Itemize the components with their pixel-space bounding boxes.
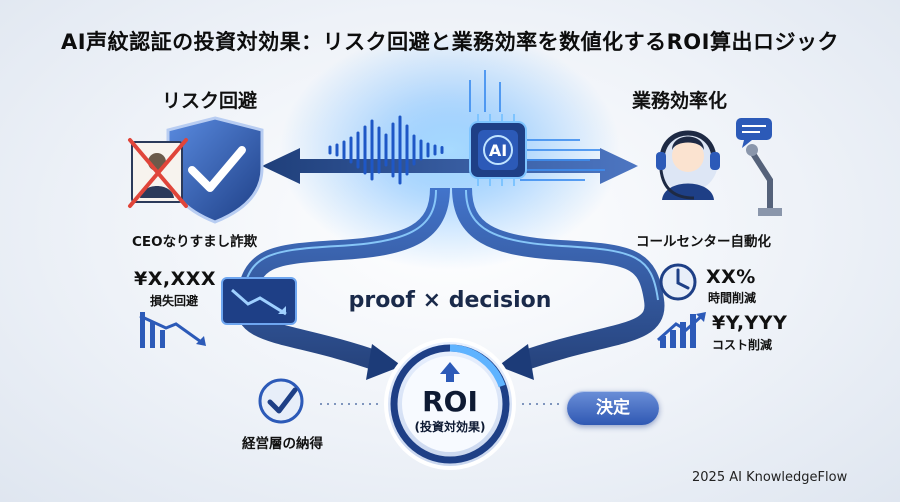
robot-arm-icon xyxy=(746,144,782,216)
roi-ring xyxy=(384,338,516,470)
loss-avoid-label: 損失回避 xyxy=(150,294,199,308)
roi-sublabel: (投資対効果) xyxy=(414,420,486,434)
risk-heading: リスク回避 xyxy=(162,90,258,112)
flow-right xyxy=(452,187,665,372)
clock-icon xyxy=(659,263,697,301)
flow-right-arrowhead xyxy=(498,344,534,380)
ai-chip-icon: AI xyxy=(469,114,527,186)
formula-label: proof × decision xyxy=(348,288,552,313)
flow-highlights xyxy=(241,189,659,301)
decide-button[interactable]: 決定 xyxy=(567,391,659,425)
flow-left xyxy=(235,187,450,372)
fraud-caption: CEOなりすまし詐欺 xyxy=(132,234,258,250)
headset-operator-icon xyxy=(656,130,720,200)
cost-saving-label: コスト削減 xyxy=(712,338,773,352)
executive-buyin-caption: 経営層の納得 xyxy=(242,436,323,452)
check-badge-icon xyxy=(258,378,304,424)
cost-saving-amount: ¥Y,YYY xyxy=(712,312,788,334)
efficiency-heading: 業務効率化 xyxy=(632,90,728,112)
flow-left-arrowhead xyxy=(366,344,402,380)
page-title: AI声紋認証の投資対効果：リスク回避と業務効率を数値化するROI算出ロジック xyxy=(61,30,839,54)
decline-chart-icon xyxy=(139,312,206,348)
fraud-person-icon xyxy=(128,138,188,208)
footer-credit: 2025 AI KnowledgeFlow xyxy=(692,470,848,485)
double-arrow xyxy=(262,148,638,184)
time-saving-percent: XX% xyxy=(706,266,756,288)
rising-chart-icon xyxy=(657,312,706,348)
callcenter-caption: コールセンター自動化 xyxy=(636,234,771,250)
center-glow xyxy=(280,30,620,270)
roi-label: ROI xyxy=(422,385,478,418)
roi-up-arrow-icon xyxy=(440,362,460,382)
shield-check-icon xyxy=(166,116,264,224)
ai-chip-label: AI xyxy=(489,141,507,160)
time-saving-label: 時間削減 xyxy=(708,291,757,305)
sound-wave-icon xyxy=(328,115,444,185)
chat-bubble-icon xyxy=(736,118,772,148)
decline-chart-card-icon xyxy=(221,277,297,325)
loss-avoid-amount: ¥X,XXX xyxy=(134,268,217,290)
circuit-lines-icon xyxy=(469,70,605,181)
